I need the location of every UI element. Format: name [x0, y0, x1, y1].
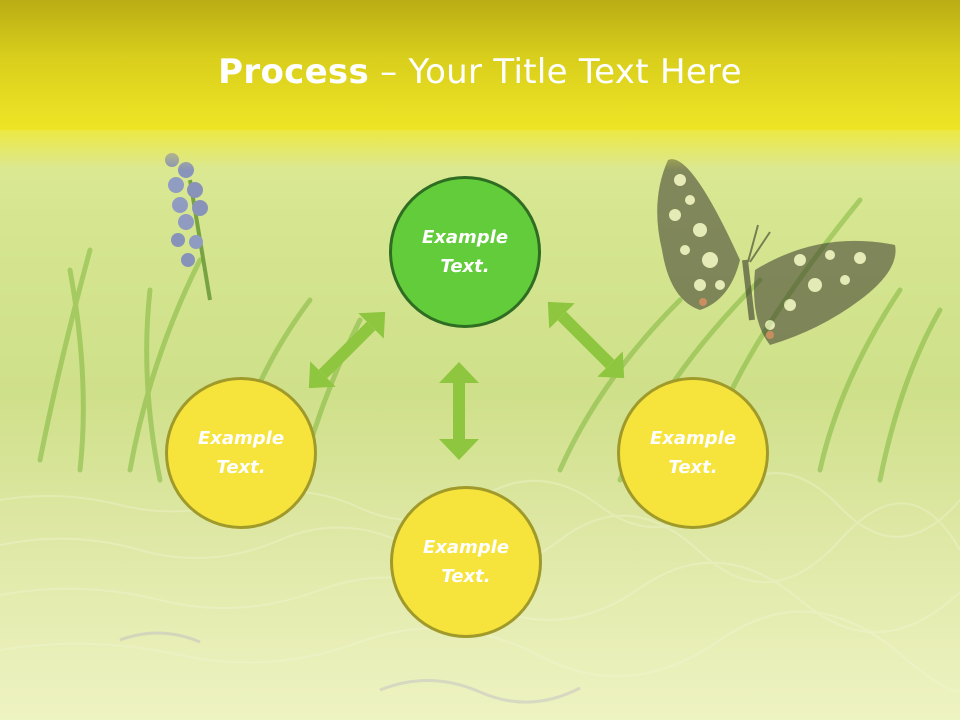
arrow-vertical	[439, 362, 479, 460]
node-top-label: Example Text.	[421, 227, 509, 277]
node-bottom-label: Example Text.	[422, 537, 510, 587]
node-right-label: Example Text.	[649, 428, 737, 478]
title-bold: Process	[218, 52, 370, 92]
header-band	[0, 0, 960, 130]
arrow-top-left	[308, 311, 386, 389]
node-top: Example Text.	[389, 176, 541, 328]
node-left: Example Text.	[165, 377, 317, 529]
butterfly-decoration	[657, 159, 896, 345]
slide-title: Process – Your Title Text Here	[0, 52, 960, 92]
title-rest: – Your Title Text Here	[369, 52, 742, 92]
arrow-top-right	[547, 301, 625, 379]
node-right: Example Text.	[617, 377, 769, 529]
node-left-label: Example Text.	[197, 428, 285, 478]
node-bottom: Example Text.	[390, 486, 542, 638]
header-fade	[0, 130, 960, 170]
